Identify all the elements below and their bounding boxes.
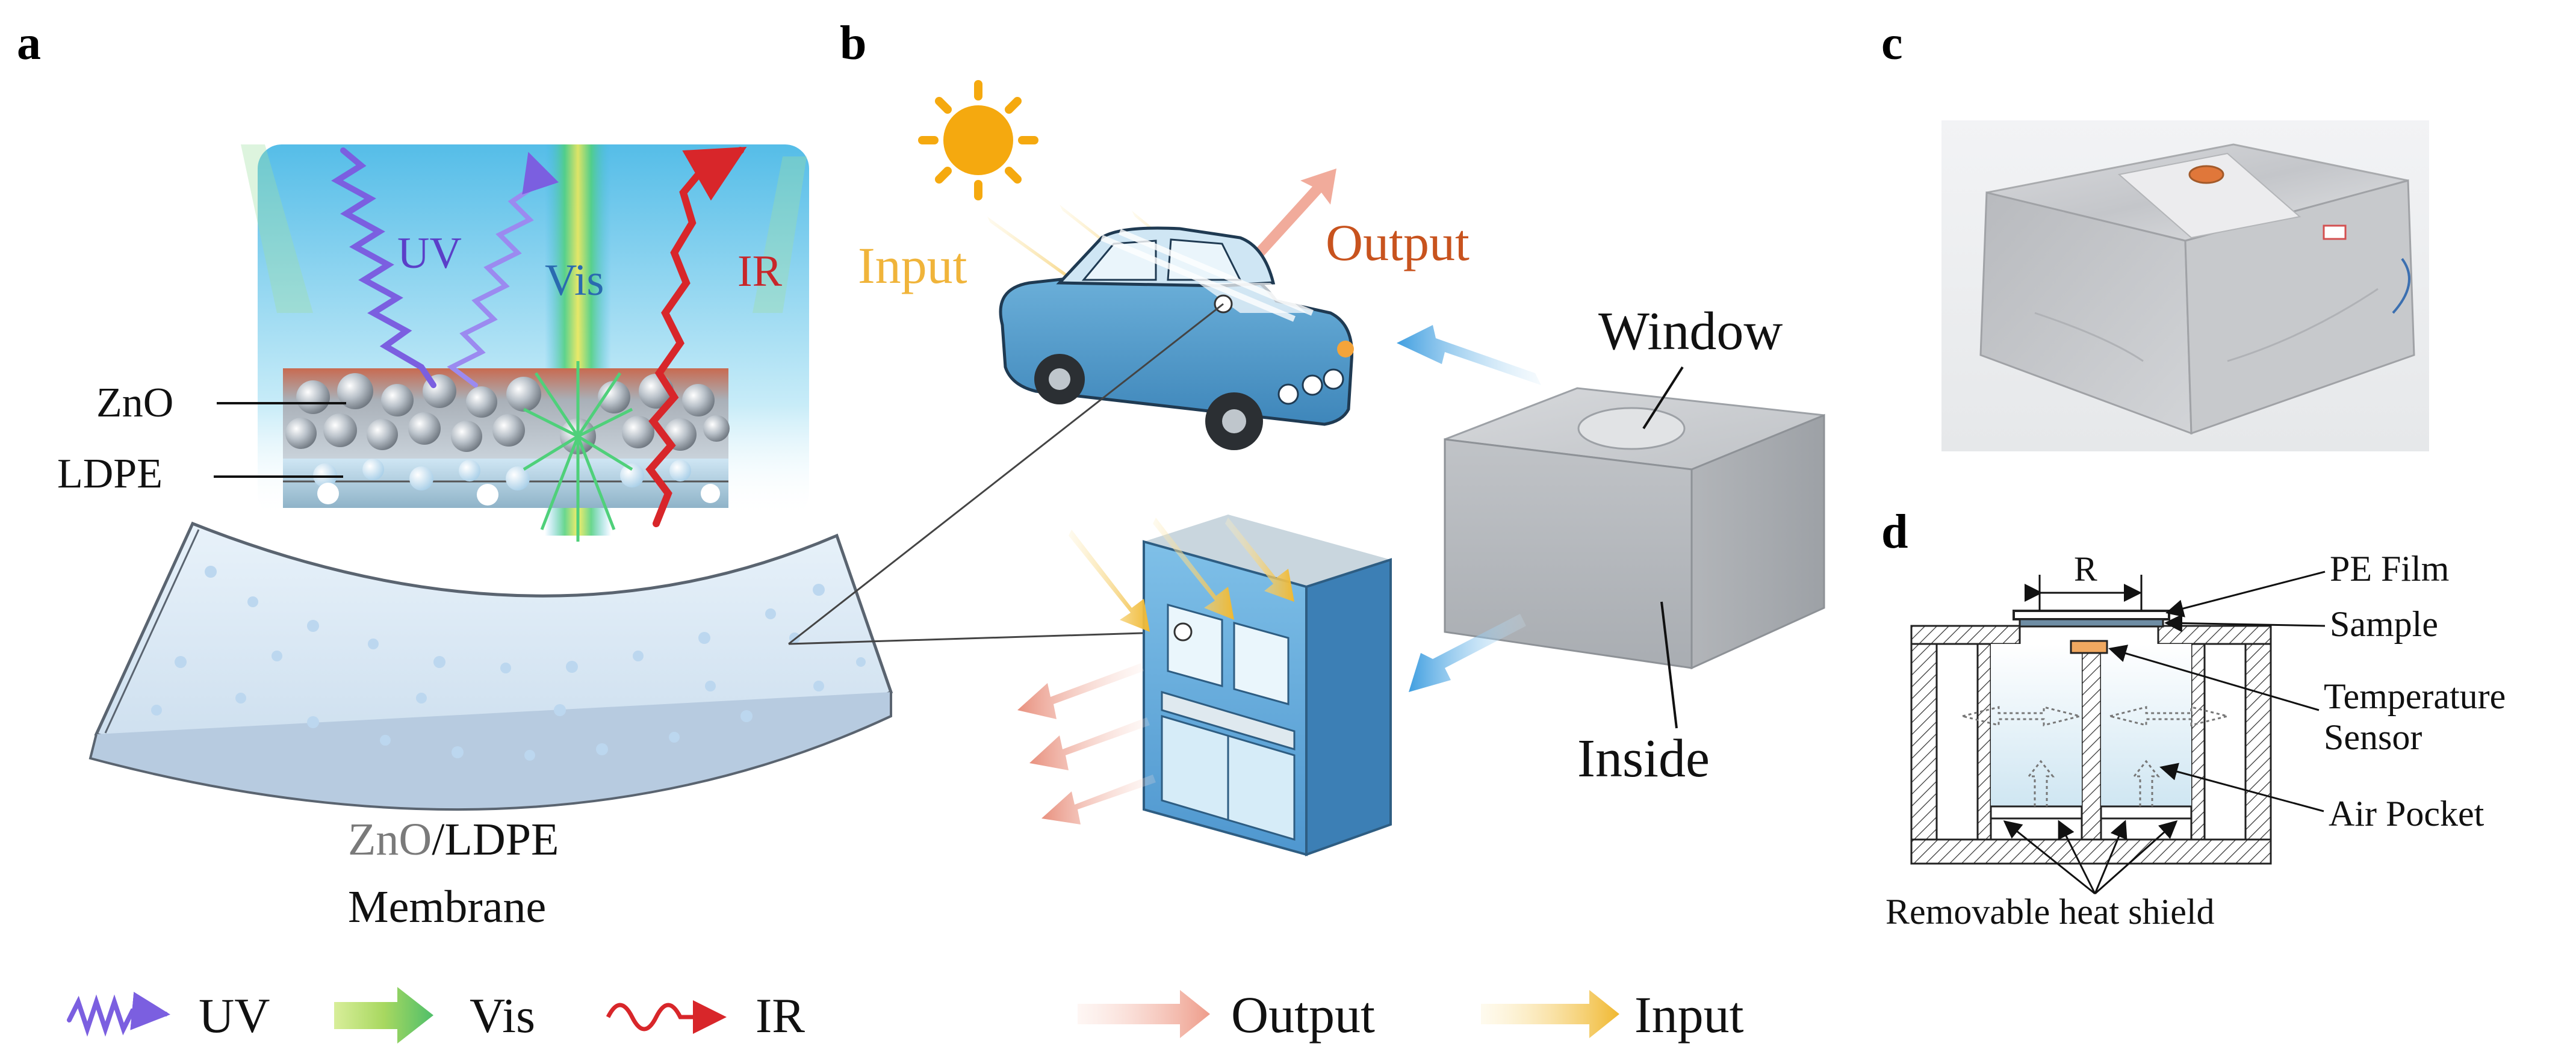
box-to-car-arrow [1397,325,1541,385]
vis-scatter-burst [523,361,633,542]
ir-wave [645,147,747,527]
building-illustration [1143,515,1392,856]
panel-b: b Input Output [788,17,1825,856]
pe-film [2013,610,2170,620]
pe-film-label: PE Film [2330,549,2449,589]
membrane-inner-line [104,529,200,734]
uv-wave-outgoing [447,152,559,388]
legend: UV Vis IR Output Input [67,986,1744,1044]
ldpe-layer-label: LDPE [57,451,163,497]
heat-shield-label: Removable heat shield [1885,892,2215,932]
membrane-caption-line1: ZnO/LDPE [348,814,559,865]
panel-d: d R PE Film [1881,506,2506,932]
inner-wall-left [1976,643,1992,841]
heat-shield-leader-3 [2094,820,2128,894]
outer-wall-right [2244,625,2272,865]
ir-wave-label: IR [737,247,783,296]
output-label-car: Output [1326,214,1470,271]
legend-uv-symbol [67,992,170,1037]
inside-label: Inside [1577,729,1710,788]
panel-d-letter: d [1881,506,1908,558]
air-pocket-label: Air Pocket [2329,794,2484,834]
outer-wall-left [1910,625,1938,865]
membrane-caption-ldpe: /LDPE [432,814,559,865]
building-input-arrows [1069,518,1294,632]
legend-input-label: Input [1634,986,1744,1044]
car-output-arrow [1252,169,1336,259]
panel-b-letter: b [840,17,867,70]
outer-wall-bottom [1910,838,2272,865]
temperature-sensor-leader [2108,645,2320,711]
test-box-illustration [1444,387,1825,670]
outer-wall-top-right [2157,625,2272,645]
center-post [2081,652,2102,841]
side-light-beam-right [753,156,807,313]
legend-output-label: Output [1231,986,1375,1044]
connector-membrane-car [788,303,1224,645]
legend-output-symbol [1078,990,1210,1038]
pe-film-leader [2165,571,2326,617]
legend-ir-symbol [606,1000,727,1034]
car-illustration [999,226,1354,450]
legend-ir-label: IR [756,988,805,1043]
legend-input-symbol [1481,990,1619,1038]
panel-c: c [1881,17,2429,451]
membrane-caption-line2: Membrane [348,882,546,932]
outer-wall-top-left [1910,625,2021,645]
heat-shield-leader-2 [2058,820,2096,894]
membrane-edge [88,692,892,811]
building-output-arrows [1017,663,1156,824]
temperature-sensor [2070,640,2108,654]
box-to-building-arrow [1409,614,1526,692]
side-light-beam-left [241,144,313,313]
panel-a: a [17,17,893,932]
radius-label: R [2074,549,2097,589]
zno-layer-label: ZnO [96,380,173,426]
heat-shield-left [1990,805,2083,820]
legend-vis-label: Vis [470,988,535,1043]
temperature-sensor-label-line2: Sensor [2324,717,2422,757]
temperature-sensor-label-line1: Temperature [2324,676,2506,716]
air-pocket-left [1991,644,2082,806]
airflow-arrows [1962,706,2228,806]
panel-c-letter: c [1881,17,1903,70]
legend-vis-symbol [334,987,433,1044]
connector-membrane-building [788,631,1184,645]
window-label: Window [1598,302,1783,361]
legend-uv-label: UV [199,988,270,1043]
sample-layer [2019,618,2164,628]
sample-leader [2164,614,2326,633]
input-label-car: Input [858,237,967,294]
vis-wave-label: Vis [545,256,604,305]
ldpe-particles [313,459,720,506]
air-pocket-leader [2159,762,2324,812]
membrane-caption-zno: ZnO [348,814,432,865]
heat-shield-right [2100,805,2193,820]
uv-wave-label: UV [397,229,462,278]
sun-icon [918,80,1038,200]
heat-shield-leader-4 [2094,820,2178,895]
foil-box-photo [1979,143,2415,435]
sample-label: Sample [2330,604,2438,644]
panel-a-letter: a [17,17,41,70]
window-leader-line [1642,366,1684,430]
heat-shield-leader-1 [2003,820,2096,895]
uv-wave-incoming [331,147,436,388]
membrane-particles [151,566,866,761]
inside-leader-line [1660,601,1678,729]
